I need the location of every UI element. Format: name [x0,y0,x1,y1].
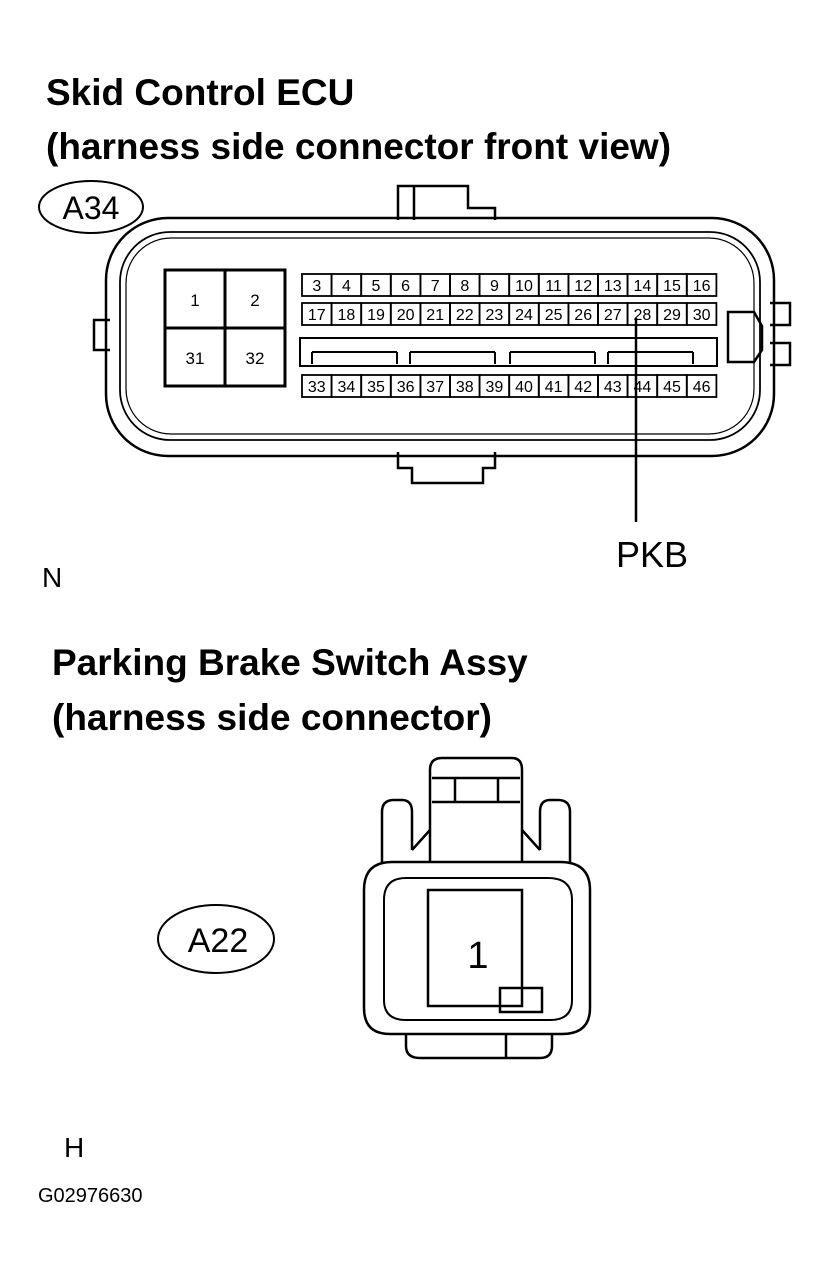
ecu-pin-39: 39 [486,379,504,396]
ecu-title-line2: (harness side connector front view) [46,126,672,167]
ecu-pin-22: 22 [456,307,474,324]
ecu-side-mark: N [42,562,63,593]
switch-connector-body [362,756,592,1060]
ecu-pin-5: 5 [372,278,381,295]
ecu-pin-44: 44 [634,379,652,396]
ecu-pin-28: 28 [634,307,652,324]
figure-id: G02976630 [38,1185,143,1207]
switch-pin-1: 1 [467,935,488,977]
ecu-pin-8: 8 [460,278,469,295]
ecu-pin-25: 25 [545,307,563,324]
ecu-pin-34: 34 [338,379,356,396]
ecu-pin-23: 23 [486,307,504,324]
ecu-pin-20: 20 [397,307,415,324]
ecu-pin-16: 16 [693,278,711,295]
ecu-pin-31: 31 [186,349,205,368]
ecu-pin-36: 36 [397,379,415,396]
ecu-pin-35: 35 [367,379,385,396]
switch-connector-code-badge: A22 [157,904,275,974]
ecu-pin-40: 40 [515,379,533,396]
ecu-pin-11: 11 [545,278,562,295]
ecu-pin-21: 21 [426,307,444,324]
ecu-pin-7: 7 [431,278,440,295]
ecu-pin-29: 29 [663,307,681,324]
ecu-pin-13: 13 [604,278,622,295]
ecu-pin-24: 24 [515,307,533,324]
ecu-pin-1: 1 [190,291,199,310]
ecu-pin-15: 15 [663,278,681,295]
ecu-pin-14: 14 [634,278,652,295]
ecu-pin-6: 6 [401,278,410,295]
ecu-pin-37: 37 [426,379,444,396]
ecu-pin-41: 41 [545,379,563,396]
ecu-pin-19: 19 [367,307,385,324]
ecu-pin-46: 46 [693,379,711,396]
ecu-pin-27: 27 [604,307,622,324]
ecu-pin-45: 45 [663,379,681,396]
ecu-pin-17: 17 [308,307,326,324]
ecu-title-line1: Skid Control ECU [46,72,355,113]
ecu-pin-3: 3 [312,278,321,295]
ecu-pin-33: 33 [308,379,326,396]
ecu-pin-cell [685,302,718,326]
pkb-callout-label: PKB [616,534,688,575]
ecu-center-slot [299,337,718,367]
ecu-connector-code: A34 [63,190,120,226]
ecu-pin-26: 26 [574,307,592,324]
switch-side-mark: H [64,1132,85,1163]
ecu-connector-body [92,184,792,485]
ecu-pin-2: 2 [250,291,259,310]
ecu-pin-12: 12 [574,278,592,295]
ecu-pin-32: 32 [246,349,265,368]
ecu-pin-43: 43 [604,379,622,396]
ecu-pin-30: 30 [693,307,711,324]
ecu-pin-cell [685,374,718,398]
ecu-pin-9: 9 [490,278,499,295]
switch-title-line1: Parking Brake Switch Assy [52,642,528,683]
ecu-pin-38: 38 [456,379,474,396]
switch-connector-code: A22 [188,922,249,960]
ecu-pin-42: 42 [574,379,592,396]
switch-title-line2: (harness side connector) [52,697,493,738]
ecu-pin-10: 10 [515,278,533,295]
ecu-pin-18: 18 [338,307,356,324]
ecu-pin-cell [685,273,718,297]
ecu-connector-code-badge: A34 [38,180,144,234]
ecu-large-pin-block: 1 2 31 32 [163,268,287,388]
ecu-pin-4: 4 [342,278,351,295]
